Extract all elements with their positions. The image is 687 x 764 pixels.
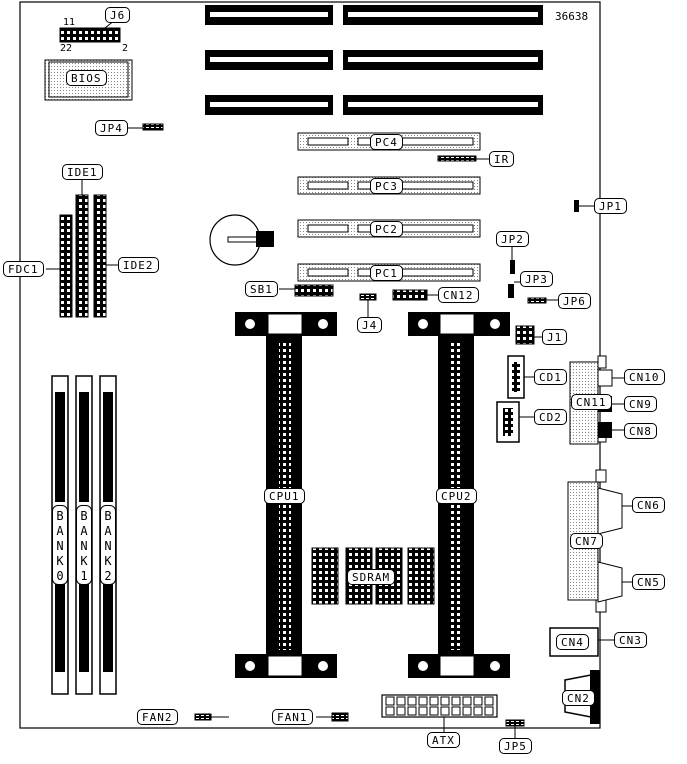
battery xyxy=(209,214,274,266)
label-cn2: CN2 xyxy=(562,690,595,706)
j6-pin-22: 22 xyxy=(60,43,73,54)
jp1-jumper xyxy=(574,200,579,212)
label-cn6: CN6 xyxy=(632,497,665,513)
label-bios: BIOS xyxy=(66,70,107,86)
label-cpu1: CPU1 xyxy=(264,488,305,504)
label-j4: J4 xyxy=(357,317,383,333)
sdram-chips xyxy=(311,547,435,605)
label-cd2: CD2 xyxy=(534,409,567,425)
j1-header xyxy=(515,325,535,345)
jp5-jumper xyxy=(505,719,525,727)
j4-jumper xyxy=(359,293,377,301)
ide1-connector xyxy=(75,194,89,318)
j6-pin-11: 11 xyxy=(63,17,76,28)
jp2-jumper xyxy=(510,260,515,274)
label-ide2: IDE2 xyxy=(118,257,159,273)
fan1-header xyxy=(331,712,349,722)
fdc1-connector xyxy=(59,214,73,318)
diagram-id: 36638 xyxy=(555,10,589,23)
label-sdram: SDRAM xyxy=(347,569,396,585)
cn12-header xyxy=(392,289,428,301)
ide2-connector xyxy=(93,194,107,318)
label-jp3: JP3 xyxy=(520,271,553,287)
jp3-jumper xyxy=(508,284,514,298)
label-j1: J1 xyxy=(542,329,568,345)
label-jp6: JP6 xyxy=(558,293,591,309)
label-pc2: PC2 xyxy=(370,221,403,237)
label-cn9: CN9 xyxy=(624,396,657,412)
jp4-jumper xyxy=(142,123,164,131)
jp6-jumper xyxy=(527,297,547,304)
label-cn10: CN10 xyxy=(624,369,665,385)
label-cn5: CN5 xyxy=(632,574,665,590)
label-cn3: CN3 xyxy=(614,632,647,648)
label-cn8: CN8 xyxy=(624,423,657,439)
label-jp5: JP5 xyxy=(499,738,532,754)
pci-slots xyxy=(297,132,481,282)
label-bank2: BANK2 xyxy=(100,505,116,585)
label-cn4: CN4 xyxy=(556,634,589,650)
label-cpu2: CPU2 xyxy=(436,488,477,504)
sb1-header xyxy=(294,284,334,297)
label-j6: J6 xyxy=(105,7,131,23)
label-bank1: BANK1 xyxy=(76,505,92,585)
label-cn11: CN11 xyxy=(571,394,612,410)
label-cn7: CN7 xyxy=(570,533,603,549)
label-jp1: JP1 xyxy=(594,198,627,214)
label-fan1: FAN1 xyxy=(272,709,313,725)
label-cd1: CD1 xyxy=(534,369,567,385)
label-pc3: PC3 xyxy=(370,178,403,194)
label-pc1: PC1 xyxy=(370,265,403,281)
label-pc4: PC4 xyxy=(370,134,403,150)
label-fdc1: FDC1 xyxy=(3,261,44,277)
j6-pin-2: 2 xyxy=(122,43,129,54)
label-jp4: JP4 xyxy=(95,120,128,136)
label-atx: ATX xyxy=(427,732,460,748)
label-sb1: SB1 xyxy=(245,281,278,297)
label-fan2: FAN2 xyxy=(137,709,178,725)
label-jp2: JP2 xyxy=(496,231,529,247)
label-ide1: IDE1 xyxy=(62,164,103,180)
label-ir: IR xyxy=(489,151,515,167)
j6-header xyxy=(59,27,121,43)
label-bank0: BANK0 xyxy=(52,505,68,585)
ir-header xyxy=(437,155,477,162)
label-cn12: CN12 xyxy=(438,287,479,303)
